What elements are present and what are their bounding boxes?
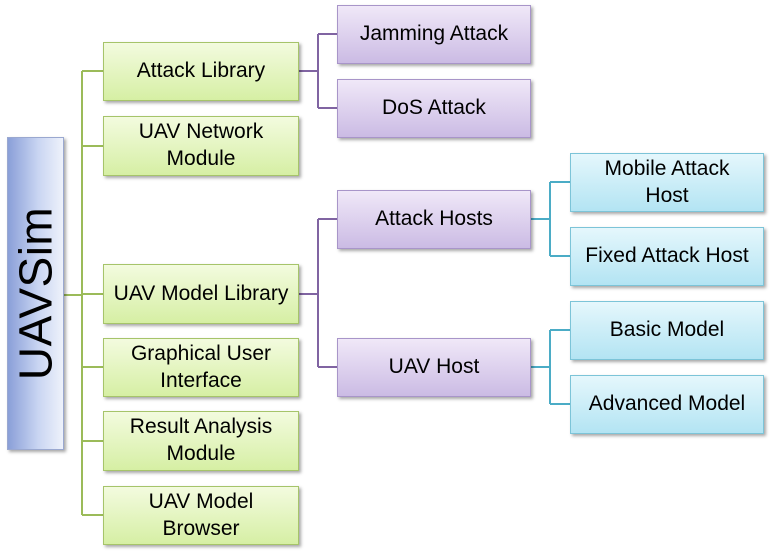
module-label: Graphical User Interface: [130, 341, 272, 392]
root-to-modules-connectors: [64, 70, 103, 516]
module-uav-network-module: UAV Network Module: [103, 116, 299, 176]
node-jamming-attack: Jamming Attack: [337, 5, 531, 64]
node-attack-hosts: Attack Hosts: [337, 190, 531, 249]
module-label: Attack Library: [136, 59, 266, 83]
module-attack-library: Attack Library: [103, 42, 299, 101]
module-uav-model-browser: UAV Model Browser: [103, 486, 299, 545]
module-label: UAV Model Browser: [148, 489, 254, 540]
node-label: DoS Attack: [382, 96, 486, 120]
node-label: Jamming Attack: [359, 22, 509, 46]
node-fixed-attack-host: Fixed Attack Host: [570, 227, 764, 286]
node-basic-model: Basic Model: [570, 301, 764, 360]
module-label: UAV Model Library: [113, 281, 289, 305]
node-label: UAV Host: [388, 355, 480, 379]
node-label: Advanced Model: [588, 392, 746, 416]
node-label: Fixed Attack Host: [585, 244, 749, 268]
node-mobile-attack-host: Mobile Attack Host: [570, 153, 764, 212]
root-node-uavsim: UAVSim: [7, 137, 64, 450]
node-advanced-model: Advanced Model: [570, 375, 764, 434]
module-label: Result Analysis Module: [129, 415, 273, 465]
module-to-child-connectors: [299, 33, 337, 368]
root-label: UAVSim: [9, 206, 62, 381]
node-label: Mobile Attack Host: [604, 156, 730, 207]
node-label: Basic Model: [609, 318, 725, 342]
host-to-child-connectors: [531, 181, 570, 405]
module-uav-model-library: UAV Model Library: [103, 264, 299, 324]
module-graphical-user-interface: Graphical User Interface: [103, 338, 299, 397]
node-uav-host: UAV Host: [337, 338, 531, 397]
node-dos-attack: DoS Attack: [337, 79, 531, 138]
node-label: Attack Hosts: [375, 207, 493, 231]
module-label: UAV Network Module: [138, 120, 264, 170]
module-result-analysis-module: Result Analysis Module: [103, 411, 299, 471]
